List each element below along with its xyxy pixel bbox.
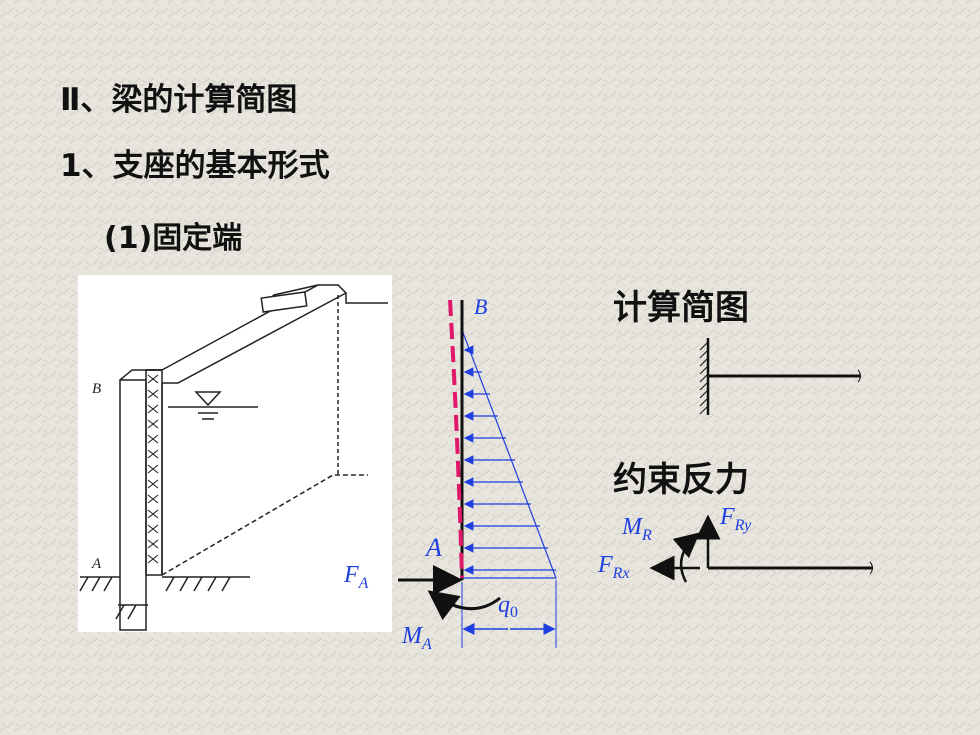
load-label-b: B bbox=[474, 294, 487, 319]
load-label-a: A bbox=[424, 533, 442, 562]
calc-diagram-label: 计算简图 bbox=[613, 288, 749, 328]
subsection-heading: 1、支座的基本形式 bbox=[60, 148, 330, 184]
moment-ma-arrow bbox=[427, 590, 501, 621]
constraint-reaction-label: 约束反力 bbox=[613, 460, 749, 500]
reaction-fry-label: FRy bbox=[719, 504, 752, 534]
moment-ma-label: MA bbox=[401, 623, 432, 653]
wall-point-a: A bbox=[91, 556, 102, 572]
load-arrows bbox=[463, 345, 556, 575]
load-q0-label: q0 bbox=[498, 592, 518, 621]
reaction-frx-label: FRx bbox=[597, 552, 630, 582]
item-heading: (1)固定端 bbox=[104, 221, 243, 256]
deflection-curve bbox=[448, 299, 464, 579]
retaining-wall-drawing: B A bbox=[78, 275, 392, 632]
reaction-mr-label: MR bbox=[621, 514, 652, 544]
reaction-moment-arrow bbox=[672, 532, 700, 583]
force-fa-label: FA bbox=[343, 562, 369, 592]
section-heading: Ⅱ、梁的计算简图 bbox=[60, 82, 298, 118]
retaining-wall-svg: B A bbox=[79, 284, 388, 631]
wall-point-b: B bbox=[92, 381, 101, 397]
